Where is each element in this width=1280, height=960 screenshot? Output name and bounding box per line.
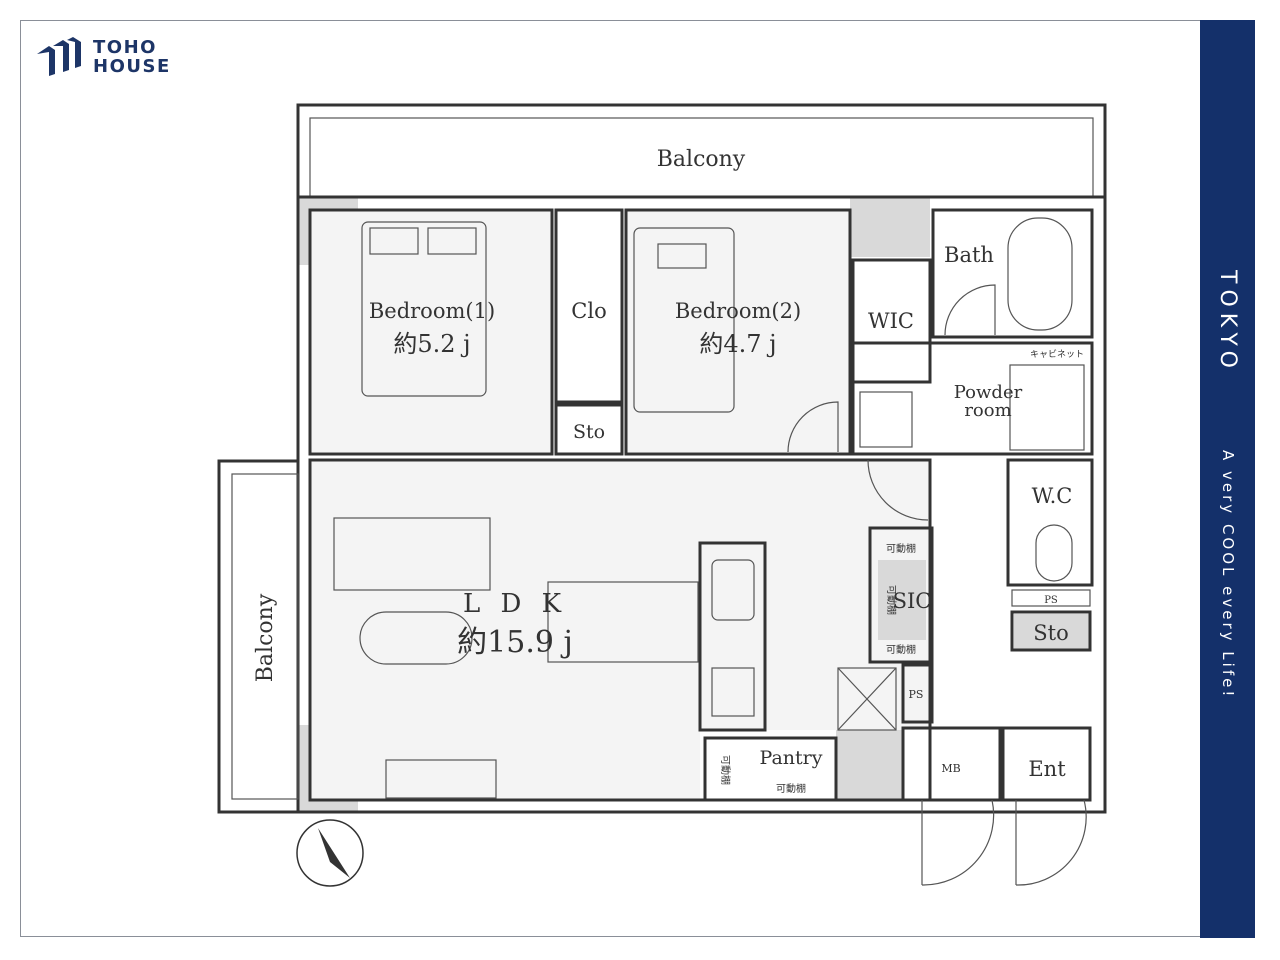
banner-tagline: A very COOL every Life! — [1219, 450, 1237, 700]
cabinet-label: キャビネット — [1030, 349, 1084, 360]
closet-label: Clo — [571, 299, 606, 323]
balcony-left-label: Balcony — [253, 593, 278, 682]
column — [836, 730, 903, 800]
bedroom1-floor — [310, 210, 552, 452]
sic-shelf — [878, 560, 926, 640]
floor-plan: Balcony Balcony Bedroom(1) 約5.2 j Clo St… — [217, 103, 1107, 887]
mb-label: MB — [941, 762, 960, 775]
banner-city: TOKYO — [1215, 270, 1240, 374]
sic-shelf-top: 可動棚 — [886, 542, 916, 555]
ldk-label: L D K — [463, 589, 567, 619]
sic-shelf-bottom: 可動棚 — [886, 643, 916, 656]
ps1-label: PS — [1044, 595, 1058, 606]
storage2-label: Sto — [1033, 621, 1068, 645]
brand-logo: TOHO HOUSE — [35, 36, 171, 78]
column — [850, 197, 930, 257]
bath-label: Bath — [944, 243, 994, 267]
brand-line1: TOHO — [93, 37, 157, 58]
north-compass-icon — [296, 819, 364, 887]
bedroom2-size: 約4.7 j — [699, 330, 776, 358]
house-logo-icon — [37, 37, 81, 76]
balcony-top-label: Balcony — [657, 147, 746, 172]
bedroom2-label: Bedroom(2) — [675, 299, 801, 323]
sto-shelf — [1014, 614, 1090, 650]
wic-label: WIC — [868, 309, 914, 333]
sic-shelf-side: 可動棚 — [885, 585, 898, 615]
ldk-floor — [310, 460, 700, 800]
pantry-label: Pantry — [760, 747, 823, 769]
powder-label-1: Powder — [954, 382, 1023, 403]
ldk-size: 約15.9 j — [457, 625, 573, 660]
bedroom1-label: Bedroom(1) — [369, 299, 495, 323]
ps2-label: PS — [909, 688, 924, 701]
powder-label-2: room — [964, 400, 1011, 421]
entrance-label: Ent — [1028, 757, 1066, 781]
pantry-shelf-side: 可動棚 — [719, 755, 732, 785]
sic-label: SIC — [893, 589, 932, 613]
bedroom1-size: 約5.2 j — [393, 330, 470, 358]
brand-line2: HOUSE — [93, 56, 171, 77]
pantry-shelf-bottom: 可動棚 — [776, 782, 806, 795]
side-banner: TOKYO A very COOL every Life! — [1200, 20, 1255, 938]
storage1-label: Sto — [573, 421, 605, 443]
wc-label: W.C — [1032, 484, 1073, 508]
